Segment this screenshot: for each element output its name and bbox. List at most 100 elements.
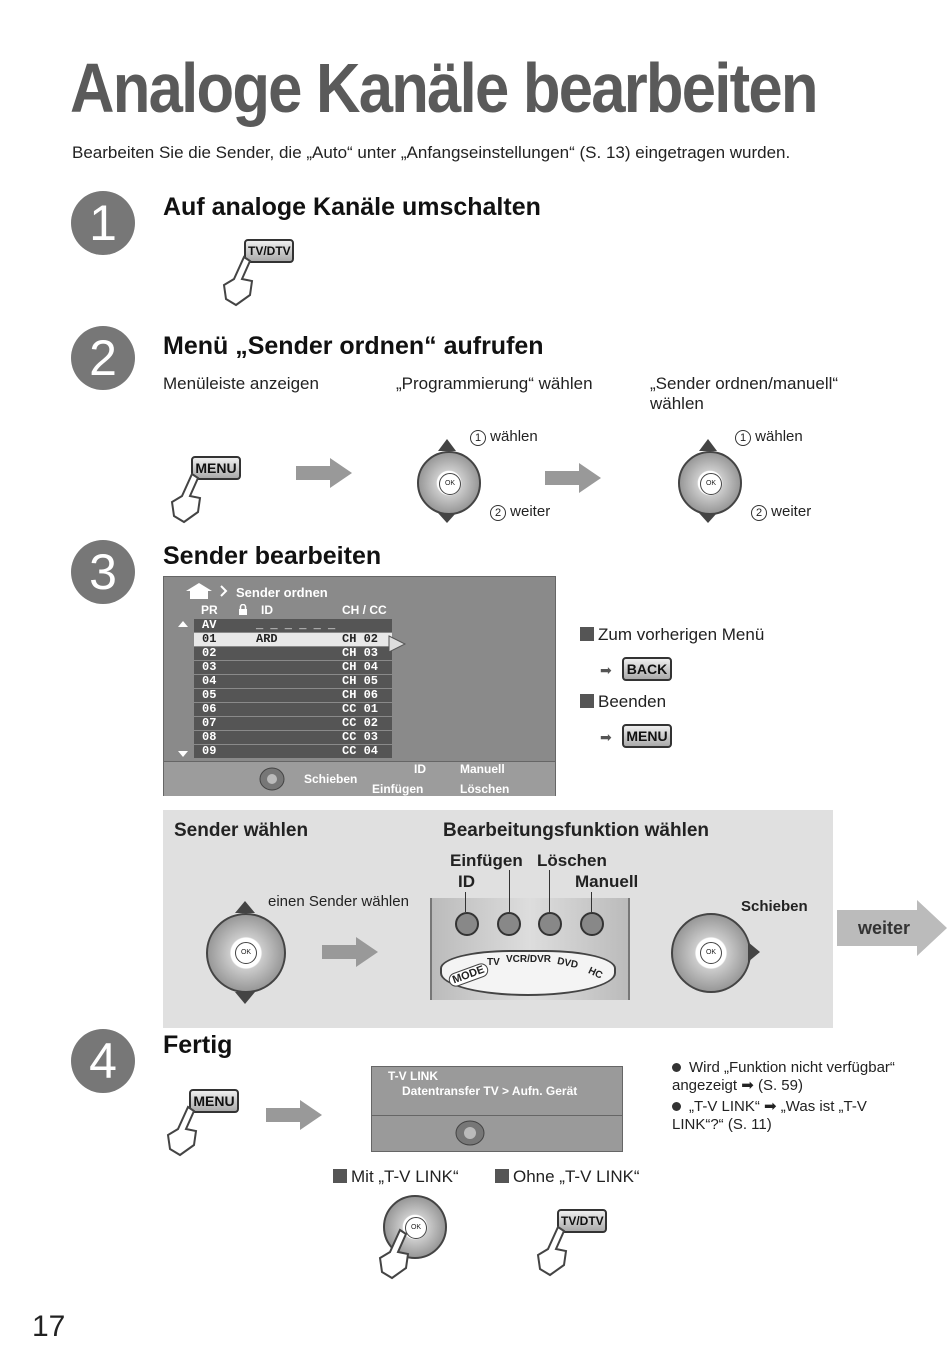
with-link-label: Mit „T-V LINK“ [333, 1167, 459, 1187]
note-1: Wird „Funktion nicht verfügbar“ angezeig… [672, 1059, 895, 1094]
step-number-2: 2 [71, 326, 135, 390]
triangle-down-icon [699, 513, 717, 523]
footer-move: Schieben [304, 772, 358, 786]
ok-button[interactable]: OK [700, 942, 722, 964]
ok-button[interactable]: OK [405, 1217, 427, 1239]
prev-menu-note: Zum vorherigen Menü [580, 625, 764, 645]
page-title: Analoge Kanäle bearbeiten [70, 49, 819, 127]
header-ch: CH / CC [342, 603, 387, 617]
dpad-icon [455, 1120, 485, 1146]
dpad-control[interactable]: OK [678, 451, 742, 515]
ok-button[interactable]: OK [439, 473, 461, 495]
step-2-title: Menü „Sender ordnen“ aufrufen [163, 332, 544, 360]
lock-icon [239, 604, 247, 615]
note-2: „T-V LINK“ ➡ „Was ist „T-V LINK“?“ (S. 1… [672, 1098, 867, 1133]
manual-button[interactable] [580, 912, 604, 936]
arrow-icon: ➡ [600, 729, 612, 745]
label-delete: Löschen [537, 851, 607, 870]
triangle-down-icon [438, 513, 456, 523]
mode-vcr[interactable]: VCR/DVR [506, 954, 552, 965]
intro-text: Bearbeiten Sie die Sender, die „Auto“ un… [72, 143, 791, 162]
dpad-control[interactable]: OK [206, 913, 286, 993]
cursor-pointer-icon [388, 635, 406, 653]
arrow-right-icon [322, 937, 378, 967]
mode-selector [440, 950, 616, 996]
back-button[interactable]: BACK [622, 657, 672, 681]
header-id: ID [261, 603, 273, 617]
ok-button[interactable]: OK [700, 473, 722, 495]
menu-button[interactable]: MENU [189, 1089, 239, 1113]
step-2-sub-2: „Programmierung“ wählen [396, 374, 593, 393]
step-2-sub-1: Menüleiste anzeigen [163, 374, 319, 393]
step-number-3: 3 [71, 540, 135, 604]
menu-breadcrumb: Sender ordnen [236, 585, 328, 600]
triangle-up-icon [699, 439, 717, 451]
step-number-1: 1 [71, 191, 135, 255]
arrow-right-icon [266, 1100, 322, 1130]
choose-label: 1 wählen [735, 428, 803, 446]
insert-button[interactable] [497, 912, 521, 936]
choose-channel-caption: einen Sender wählen [268, 893, 409, 910]
exit-note: Beenden [580, 692, 666, 712]
hand-pointer-icon [378, 1228, 410, 1280]
dpad-control[interactable]: OK [671, 913, 751, 993]
scroll-up-icon[interactable] [178, 621, 188, 627]
footer-manual: Manuell [460, 762, 505, 776]
hand-pointer-icon [222, 255, 254, 307]
menu-button[interactable]: MENU [191, 456, 241, 480]
step-number-4: 4 [71, 1029, 135, 1093]
hand-pointer-icon [166, 1105, 198, 1157]
triangle-down-icon [235, 992, 255, 1004]
next-arrow-icon [837, 900, 947, 956]
label-id: ID [458, 872, 475, 891]
choose-label: 1 wählen [470, 428, 538, 446]
arrow-right-icon [296, 458, 352, 488]
next-label: 2 weiter [751, 503, 811, 521]
screen-title: T-V LINK [388, 1069, 438, 1083]
label-insert: Einfügen [450, 851, 523, 870]
arrow-icon: ➡ [600, 662, 612, 678]
footer-delete: Löschen [460, 782, 510, 796]
id-button[interactable] [455, 912, 479, 936]
dpad-control[interactable]: OK [417, 451, 481, 515]
hand-pointer-icon [536, 1225, 568, 1277]
edit-function-title: Bearbeitungsfunktion wählen [443, 820, 710, 841]
dpad-icon [259, 767, 285, 791]
hand-pointer-icon [170, 472, 202, 524]
step-2-sub-3: „Sender ordnen/manuell“ wählen [650, 374, 839, 413]
arrow-right-icon [545, 463, 601, 493]
triangle-up-icon [235, 901, 255, 913]
select-channel-title: Sender wählen [174, 820, 309, 841]
home-icon [186, 583, 212, 599]
step-4-title: Fertig [163, 1031, 233, 1059]
screen-text: Datentransfer TV > Aufn. Gerät [402, 1084, 578, 1098]
scroll-down-icon[interactable] [178, 751, 188, 757]
tvdtv-button[interactable]: TV/DTV [244, 239, 294, 263]
page-number: 17 [32, 1310, 66, 1343]
table-row[interactable]: AV_ _ _ _ _ _ [194, 619, 392, 632]
mode-tv[interactable]: TV [487, 957, 500, 968]
triangle-right-icon [748, 942, 760, 962]
tv-menu-screen: Sender ordnen PR ID CH / CC AV_ _ _ _ _ … [163, 576, 556, 796]
delete-button[interactable] [538, 912, 562, 936]
menu-button[interactable]: MENU [622, 724, 672, 748]
triangle-up-icon [438, 439, 456, 451]
next-label: weiter [858, 918, 911, 938]
move-label: Schieben [741, 898, 808, 915]
without-link-label: Ohne „T-V LINK“ [495, 1167, 640, 1187]
ok-button[interactable]: OK [235, 942, 257, 964]
chevron-right-icon [220, 585, 228, 597]
tvdtv-button[interactable]: TV/DTV [557, 1209, 607, 1233]
menu-footer: Schieben ID Einfügen Manuell Löschen [164, 761, 555, 796]
tv-link-screen: T-V LINK Datentransfer TV > Aufn. Gerät [371, 1066, 623, 1152]
step-3-title: Sender bearbeiten [163, 542, 382, 570]
